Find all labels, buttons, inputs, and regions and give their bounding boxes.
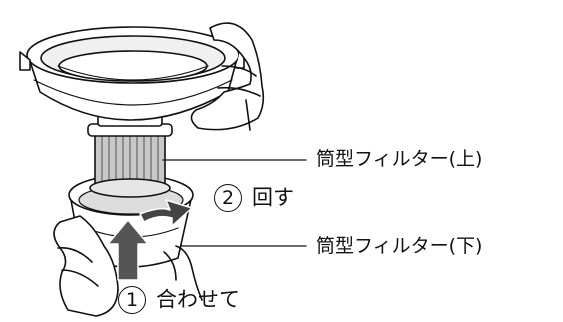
label-filter-upper: 筒型フィルター(上) <box>316 148 483 170</box>
top-bowl <box>19 26 245 121</box>
label-filter-lower: 筒型フィルター(下) <box>316 235 483 257</box>
rotate-arrow-icon <box>139 199 193 227</box>
upper-filter-cylinder <box>87 107 173 198</box>
up-arrow-icon <box>107 219 149 281</box>
step-2-label: 2 回す <box>214 184 294 212</box>
hand-right <box>190 22 265 131</box>
hand-left <box>53 215 203 317</box>
step-2-number: 2 <box>214 184 242 212</box>
step-1-number: 1 <box>118 286 146 314</box>
step-1-label: 1 合わせて <box>118 286 240 314</box>
step-2-text: 回す <box>252 185 294 210</box>
step-1-text: 合わせて <box>156 287 240 312</box>
